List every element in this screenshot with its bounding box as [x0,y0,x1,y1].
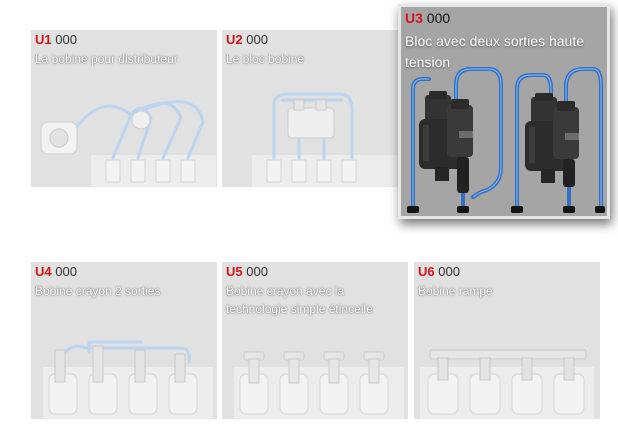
tile-description: Bobine crayon 2 sorties [35,284,161,298]
coil-rail-illustration [420,349,594,419]
tile-header: U5 000 [226,264,404,280]
dual-output-coil-illustration [407,67,605,213]
single-spark-pencil-coil-illustration [234,351,404,419]
tile-count: 000 [246,32,268,47]
tile-description: Bobine rampe [418,284,493,298]
tile-code: U6 [418,264,435,279]
coil-tile-u2[interactable]: U2 000 Le bloc bobine [222,30,408,187]
coil-tile-u6[interactable]: U6 000 Bobine rampe [414,262,600,419]
tile-code: U4 [35,264,52,279]
tile-count: 000 [426,10,451,26]
tile-code: U5 [226,264,243,279]
tile-header: U6 000 [418,264,596,280]
tile-code: U2 [226,32,243,47]
coil-block-illustration [252,92,408,187]
tile-header: U1 000 [35,32,213,48]
pencil-coil-2-outputs-illustration [43,340,213,419]
coil-tile-u3[interactable]: U3 000 Bloc avec deux sorties haute tens… [398,4,610,219]
tile-count: 000 [55,32,77,47]
tile-header: U3 000 [405,9,603,27]
tile-header: U4 000 [35,264,213,280]
tile-count: 000 [246,264,268,279]
tile-count: 000 [438,264,460,279]
coil-tile-u4[interactable]: U4 000 Bobine crayon 2 sorties [31,262,217,419]
coil-tile-u5[interactable]: U5 000 Bobine crayon avec la technologie… [222,262,408,419]
coil-tile-u1[interactable]: U1 000 La bobine pour distributeur [31,30,217,187]
tile-description: Le bloc bobine [226,52,305,66]
tile-header: U2 000 [226,32,404,48]
distributor-coil-illustration [40,100,216,187]
tile-description: La bobine pour distributeur [35,52,178,66]
tile-code: U1 [35,32,52,47]
tile-description: Bobine crayon avec la technologie simple… [226,284,373,316]
tile-description: Bloc avec deux sorties haute tension [405,33,584,70]
tile-code: U3 [405,10,423,26]
tile-count: 000 [55,264,77,279]
